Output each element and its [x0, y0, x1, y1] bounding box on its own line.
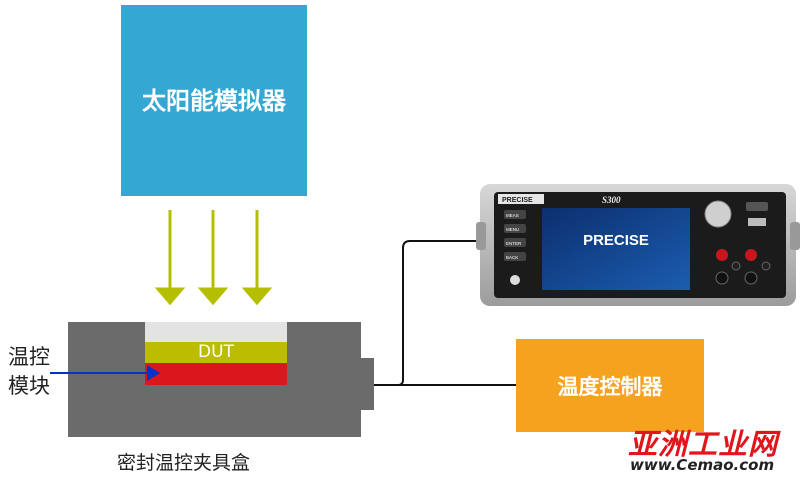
solar-simulator-label: 太阳能模拟器 [142, 86, 286, 115]
fixture-label: 密封温控夹具盒 [117, 452, 251, 474]
solar-simulator-box: 太阳能模拟器 [121, 5, 307, 196]
fixture-connector [360, 358, 374, 410]
temperature-controller-box: 温度控制器 [516, 339, 704, 432]
watermark-title: 亚洲工业网 [628, 427, 779, 461]
watermark-url: www.Cemao.com [630, 456, 775, 474]
light-arrow [154, 210, 186, 306]
meter-button-label: ENTER [506, 241, 522, 246]
temp-module-label: 温控 模块 [8, 345, 50, 398]
rotary-knob[interactable] [704, 200, 732, 228]
source-meter-device: PRECISE S300 MEAS MENU ENTER BACK PRECIS… [476, 184, 800, 306]
meter-screen [542, 208, 690, 290]
meter-button-label: MENU [506, 227, 519, 232]
meter-button[interactable] [504, 252, 526, 261]
terminal-red [745, 249, 757, 261]
temp-module-layer [145, 363, 287, 385]
screen-brand: PRECISE [583, 232, 649, 249]
meter-brand: PRECISE [502, 197, 533, 204]
meter-button-label: MEAS [506, 213, 519, 218]
meter-button[interactable] [504, 238, 526, 247]
light-arrow [197, 210, 229, 306]
watermark: 亚洲工业网 www.Cemao.com [624, 421, 800, 479]
meter-button-label: BACK [506, 255, 518, 260]
terminal-black [744, 271, 758, 285]
meter-button[interactable] [504, 210, 526, 219]
meter-model: S300 [602, 195, 621, 205]
terminal-red [716, 249, 728, 261]
terminal-black [715, 271, 729, 285]
dut-layer: DUT [145, 342, 287, 363]
dut-label: DUT [198, 342, 234, 362]
dut-cover-layer [145, 322, 287, 342]
temperature-controller-label: 温度控制器 [557, 374, 663, 399]
meter-button[interactable] [504, 224, 526, 233]
pointer-arrow [50, 365, 160, 381]
light-arrow [241, 210, 273, 306]
usb-port [748, 218, 766, 226]
power-button[interactable] [510, 275, 520, 285]
